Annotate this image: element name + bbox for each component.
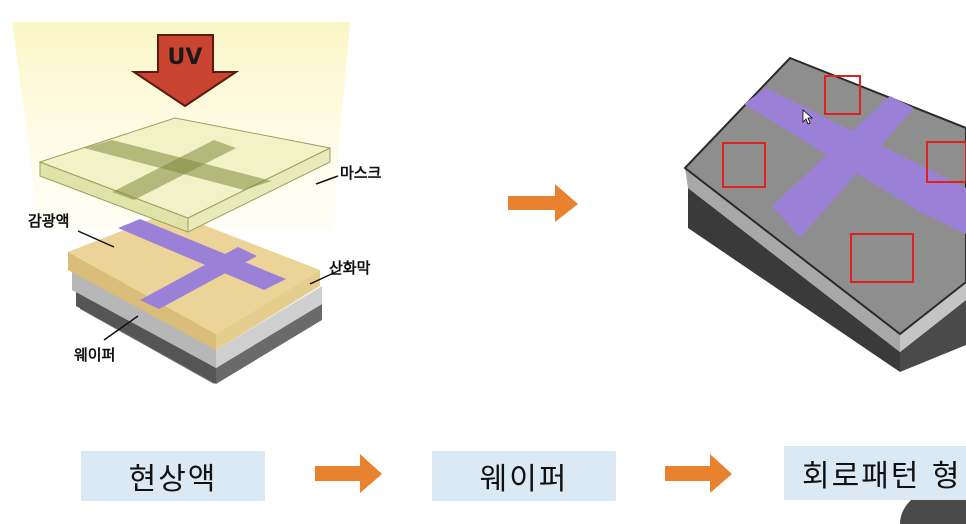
flow-step-label: 현상액 [128,462,218,497]
uv-label: UV [168,45,203,70]
uv-arrow: UV [130,34,240,108]
label-photoresist: 감광액 [28,212,69,230]
process-arrow-middle [508,184,578,222]
wafer-stack [68,212,322,384]
flow-step-circuit-pattern: 회로패턴 형 [784,446,966,500]
marker-square [722,142,766,188]
label-oxide: 산화막 [329,259,371,277]
uv-exposure-diagram: UV 마스크 [12,22,382,384]
marker-square [926,141,966,183]
marker-square [824,75,861,115]
mask-plate [38,117,332,233]
flow-step-wafer: 웨이퍼 [432,451,616,501]
wafer-layer [76,290,216,384]
resist-pattern [118,219,286,290]
flow-step-developer: 현상액 [81,451,265,501]
mouse-cursor-icon [802,109,814,125]
marker-square [850,233,914,283]
label-wafer: 웨이퍼 [74,346,115,364]
flow-arrow-2 [665,454,732,493]
oxide-layer [72,270,216,368]
label-mask: 마스크 [340,164,382,182]
flow-step-label: 회로패턴 형 [802,459,962,494]
photoresist-layer [68,252,216,350]
oxide-side [685,168,900,352]
patterned-wafer-diagram [683,56,966,372]
circuit-pattern-vertical [772,96,914,238]
flow-arrow-1 [315,454,382,493]
flow-step-label: 웨이퍼 [479,462,569,497]
